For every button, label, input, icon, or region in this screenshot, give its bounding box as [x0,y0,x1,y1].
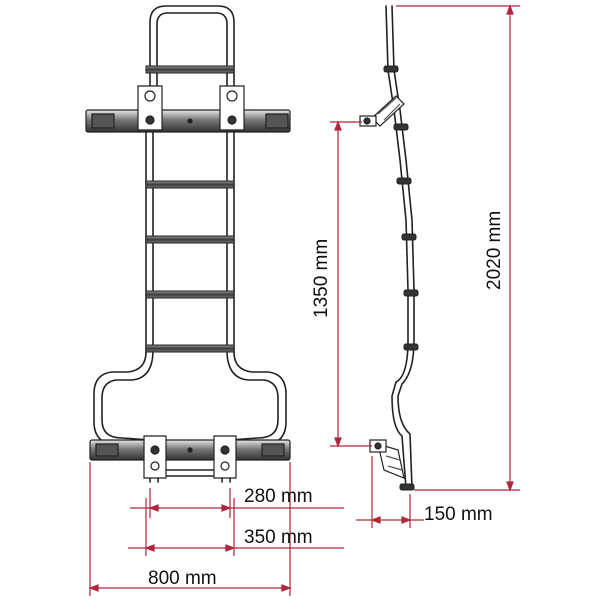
step-1 [145,65,235,74]
dim-800-label: 800 mm [148,568,217,589]
upper-mount-bar [85,85,291,133]
step-4 [145,290,235,299]
ladder-steps [145,65,235,353]
step-2 [145,180,235,189]
step-3 [145,235,235,244]
dim-150-label: 150 mm [424,504,493,525]
dim-280-label: 280 mm [244,486,313,507]
side-rail-back [391,5,415,489]
side-view-steps [383,65,419,491]
dim-2020-label: 2020 mm [484,211,505,290]
top-hoop-outer [149,5,235,101]
lower-mount-bar [89,435,291,479]
lower-loop-inner-right [226,349,279,441]
step-5 [145,344,235,353]
top-hoop-inner [156,12,228,101]
ladder-front-view [93,5,287,483]
side-view-brackets [359,95,405,479]
dim-1350-label: 1350 mm [311,239,332,318]
dimension-lines [88,4,520,596]
side-rail-front [385,5,409,489]
ladder-side-view [385,5,415,489]
dim-350-label: 350 mm [244,527,313,548]
lower-loop-inner [101,349,154,441]
leg-crossbar [157,469,223,477]
